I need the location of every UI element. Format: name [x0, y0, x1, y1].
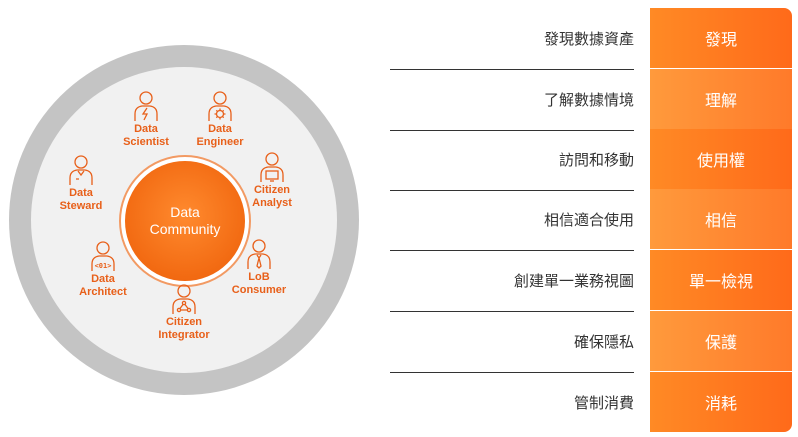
row-divider	[390, 130, 634, 131]
person-gear-icon	[208, 91, 232, 121]
role-line-1: Data	[134, 123, 158, 135]
role-lob-consumer: LoB Consumer	[209, 238, 309, 296]
tab-trust: 相信	[650, 189, 792, 249]
tab-protect: 保護	[650, 311, 792, 371]
row-divider	[390, 190, 634, 191]
row-label-discover: 發現數據資產	[543, 30, 634, 48]
row-divider	[390, 69, 634, 70]
role-line-1: LoB	[248, 271, 270, 283]
data-community-core: Data Community	[125, 161, 245, 281]
core-line-1: Data	[170, 204, 200, 220]
role-data-scientist: Data Scientist	[96, 90, 196, 148]
person-code-icon: <01>	[91, 241, 115, 271]
role-line-2: Integrator	[158, 328, 210, 341]
role-data-engineer: Data Engineer	[170, 90, 270, 148]
person-tie-icon	[247, 239, 271, 269]
role-line-1: Data	[91, 273, 115, 285]
data-community-diagram: Data Community Data Scientist Data Engin…	[0, 0, 380, 437]
row-label-understand: 了解數據情境	[543, 91, 634, 109]
role-line-1: Data	[208, 123, 232, 135]
row-label-single-view: 創建單一業務視圖	[513, 272, 634, 290]
role-line-2: Consumer	[231, 283, 287, 296]
role-citizen-analyst: Citizen Analyst	[222, 151, 322, 209]
role-line-2: Scientist	[123, 135, 169, 148]
row-label-consumption: 管制消費	[573, 394, 634, 412]
role-line-1: Citizen	[253, 184, 291, 196]
row-label-trust: 相信適合使用	[543, 211, 634, 229]
core-line-2: Community	[149, 221, 221, 237]
tab-access: 使用權	[650, 129, 792, 189]
role-line-2: Steward	[59, 199, 103, 212]
tab-single-view: 單一檢視	[650, 250, 792, 310]
tab-consume: 消耗	[650, 372, 792, 432]
role-line-2: Engineer	[196, 135, 244, 148]
role-line-2: Architect	[79, 285, 127, 298]
row-divider	[390, 250, 634, 251]
role-line-1: Data	[69, 187, 93, 199]
role-data-architect: <01> Data Architect	[53, 240, 153, 298]
person-lightning-icon	[134, 91, 158, 121]
role-citizen-integrator: Citizen Integrator	[134, 283, 234, 341]
person-network-icon	[172, 284, 196, 314]
svg-text:<01>: <01>	[95, 262, 112, 270]
role-line-1: Citizen	[165, 316, 203, 328]
row-divider	[390, 372, 634, 373]
row-label-privacy: 確保隱私	[573, 333, 634, 351]
role-line-2: Analyst	[252, 196, 292, 209]
row-label-access: 訪問和移動	[558, 151, 634, 169]
tab-discover: 發現	[650, 8, 792, 68]
role-data-steward: Data Steward	[31, 154, 131, 212]
row-divider	[390, 311, 634, 312]
person-badge-icon	[69, 155, 93, 185]
person-monitor-icon	[260, 152, 284, 182]
tab-understand: 理解	[650, 69, 792, 129]
